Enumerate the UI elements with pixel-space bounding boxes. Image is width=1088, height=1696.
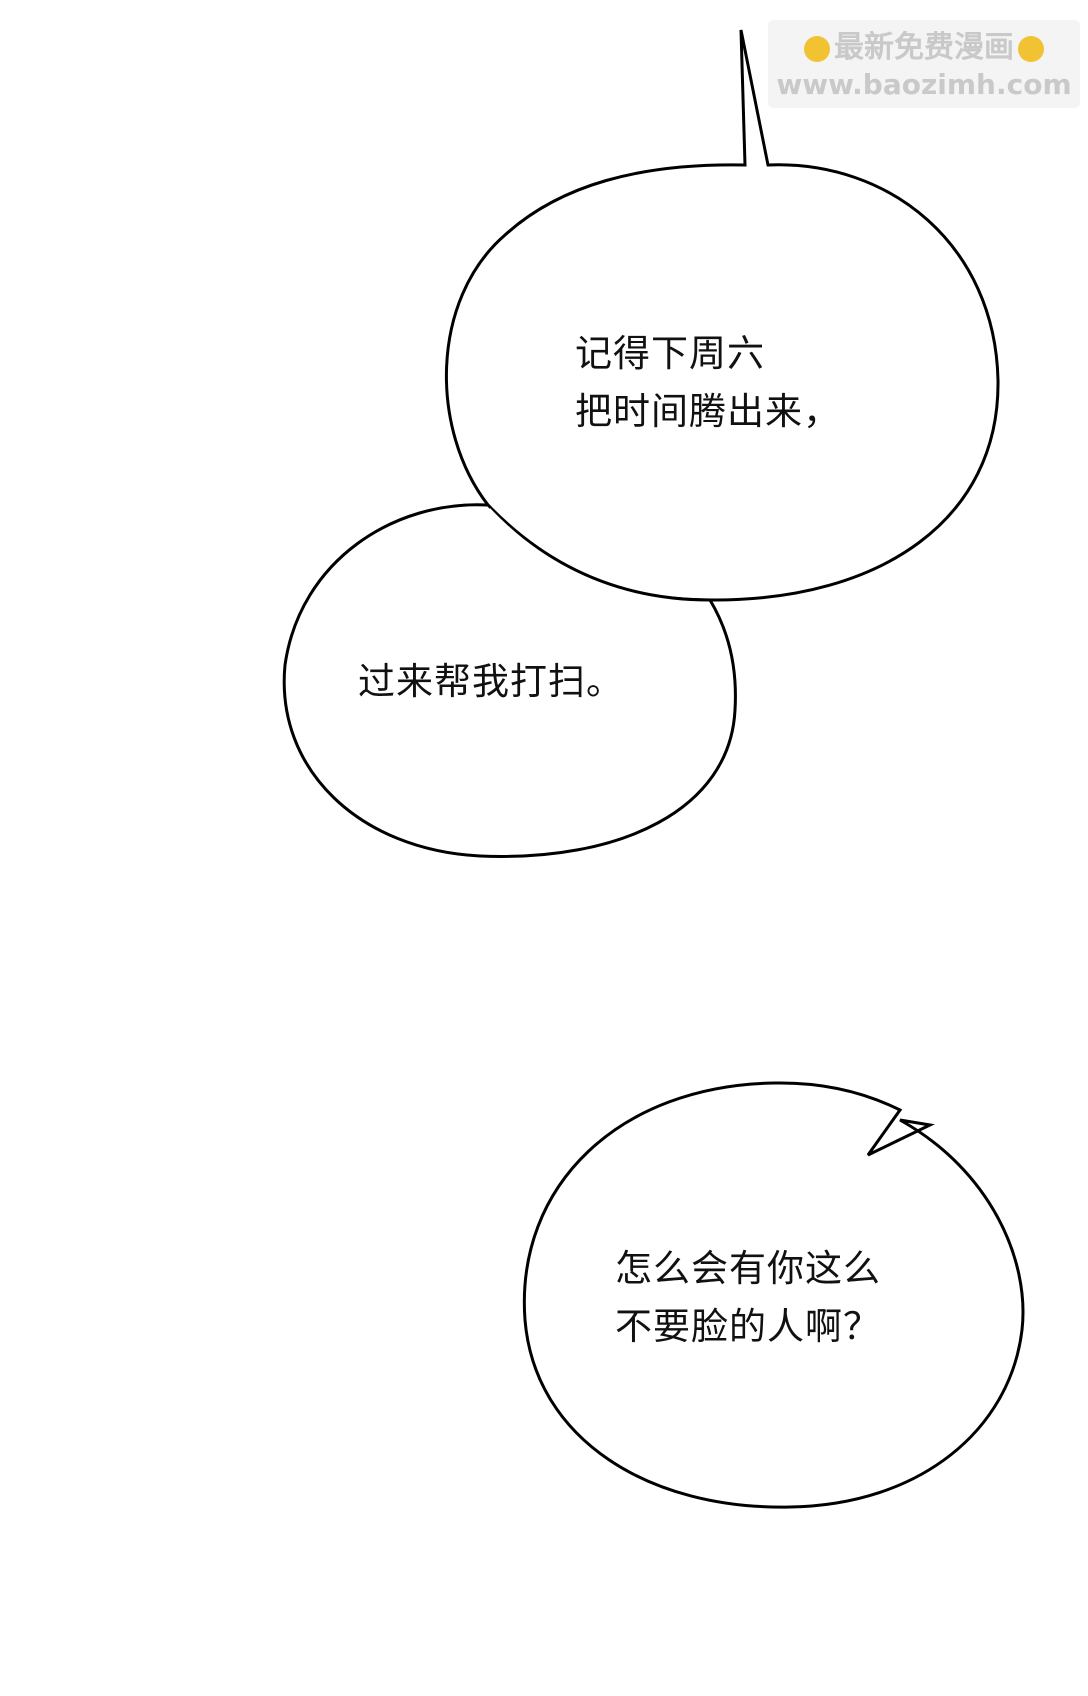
bubble-text-lobe: 过来帮我打扫。 — [358, 660, 624, 703]
pointing-hand-icon — [804, 35, 830, 62]
watermark-line2: www.baozimh.com — [776, 68, 1072, 101]
watermark: 最新免费漫画 www.baozimh.com — [768, 20, 1080, 108]
speech-bubble-top — [444, 29, 1000, 602]
bubble-text-top: 记得下周六 把时间腾出来， — [575, 332, 841, 433]
bubble-text-bottom: 怎么会有你这么 不要脸的人啊？ — [615, 1247, 881, 1348]
speech-bubble-bottom — [522, 1081, 1025, 1509]
pointing-hand-icon — [1018, 35, 1044, 62]
watermark-line1: 最新免费漫画 — [834, 30, 1014, 65]
